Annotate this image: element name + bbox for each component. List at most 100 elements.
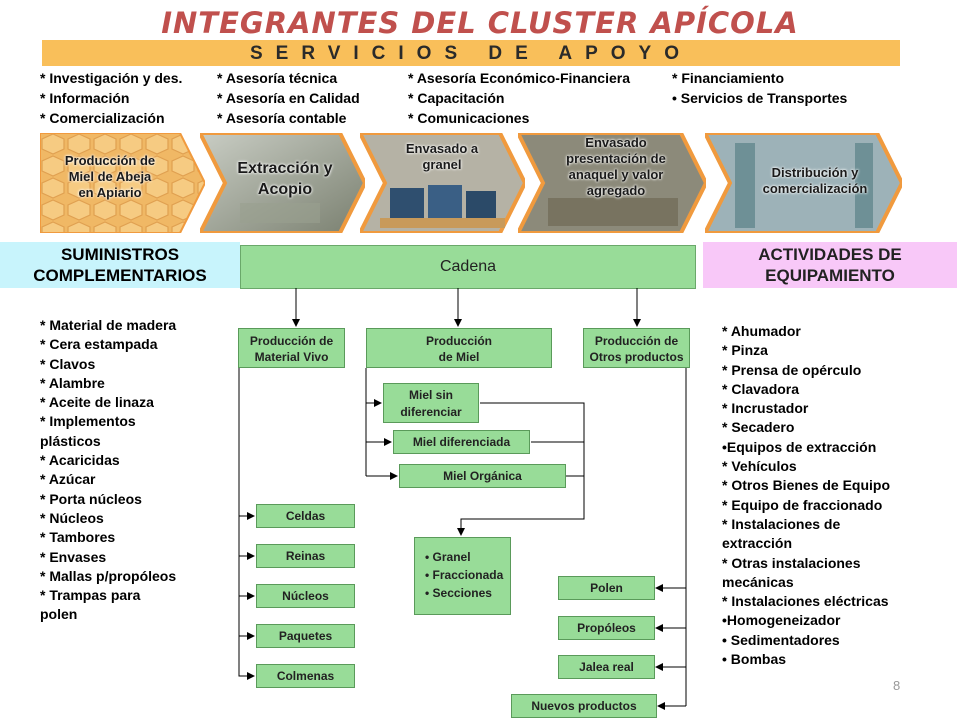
list-item: plásticos [40, 432, 101, 449]
list-item: • Sedimentadores [722, 631, 840, 648]
service-item: * Información [40, 90, 130, 106]
equipamiento-list: * Ahumador * Pinza * Prensa de opérculo … [722, 322, 890, 669]
list-item: extracción [722, 535, 793, 552]
stage-label: presentación de [566, 151, 666, 166]
header-line: Otros productos [589, 350, 684, 364]
list-item: * Cera estampada [40, 336, 158, 353]
stage-label: comercialización [762, 181, 868, 196]
stage-distribucion: Distribución y comercialización [705, 133, 902, 233]
list-item: * Envases [40, 548, 107, 565]
header-line: Producción de [249, 334, 334, 348]
list-item: * Azúcar [40, 471, 96, 488]
list-item: * Tambores [40, 529, 116, 546]
list-item: * Clavadora [722, 380, 800, 397]
service-item: * Comercialización [40, 110, 165, 126]
services-bar: SERVICIOS DE APOYO [42, 40, 900, 66]
page-number: 8 [893, 678, 901, 693]
stage-label: Acopio [257, 181, 313, 198]
vivo-item-colmenas: Colmenas [256, 664, 355, 688]
service-item: • Servicios de Transportes [672, 90, 848, 106]
suministros-list: * Material de madera * Cera estampada * … [40, 316, 176, 625]
barrels-chevron-shape [360, 133, 525, 233]
list-item: •Equipos de extracción [722, 438, 877, 455]
stage-label: Miel de Abeja [68, 169, 152, 184]
stage-envasado-presentacion: Envasado presentación de anaquel y valor… [518, 133, 706, 233]
store-chevron-shape [705, 133, 902, 233]
list-item: * Implementos [40, 413, 136, 430]
otros-item-polen: Polen [558, 576, 655, 600]
list-item: * Incrustador [722, 400, 809, 417]
stage-label: Distribución y [771, 165, 859, 180]
miel-organica: Miel Orgánica [399, 464, 566, 488]
list-item: mecánicas [722, 573, 794, 590]
page-title: INTEGRANTES DEL CLUSTER APÍCOLA [161, 6, 799, 40]
service-item: * Asesoría técnica [217, 70, 338, 86]
header-line: de Miel [438, 350, 480, 364]
list-item: • Fraccionada [425, 568, 504, 582]
otros-item-jalea-real: Jalea real [558, 655, 655, 679]
service-item: * Asesoría contable [217, 110, 347, 126]
miel-line: diferenciar [400, 405, 462, 419]
stage-extraccion: Extracción y Acopio [200, 133, 365, 233]
list-item: polen [40, 606, 78, 623]
services-column-4: * Financiamiento • Servicios de Transpor… [672, 68, 847, 108]
otros-item-nuevos-productos: Nuevos productos [511, 694, 657, 718]
header-material-vivo: Producción de Material Vivo [238, 328, 345, 368]
list-item: * Material de madera [40, 317, 177, 333]
vivo-item-paquetes: Paquetes [256, 624, 355, 648]
services-column-3: * Asesoría Económico-Financiera * Capaci… [408, 68, 630, 128]
list-item: * Trampas para [40, 587, 141, 604]
stage-label: Producción de [64, 153, 156, 168]
list-item: * Instalaciones de [722, 515, 841, 532]
otros-item-propoleos: Propóleos [558, 616, 655, 640]
actividades-title-line: EQUIPAMIENTO [765, 266, 895, 285]
list-item: * Alambre [40, 374, 105, 391]
vivo-item-nucleos: Núcleos [256, 584, 355, 608]
list-item: * Otros Bienes de Equipo [722, 477, 891, 494]
services-column-1: * Investigación y des. * Información * C… [40, 68, 182, 128]
suministros-title-line: COMPLEMENTARIOS [33, 266, 207, 285]
list-item: * Pinza [722, 342, 768, 359]
header-line: Material Vivo [254, 350, 329, 364]
stage-label: anaquel y valor [568, 167, 664, 182]
list-item: • Granel [425, 550, 471, 564]
service-item: * Investigación y des. [40, 70, 183, 86]
list-item: * Ahumador [722, 323, 801, 339]
stage-label: Extracción y [237, 160, 333, 177]
services-column-2: * Asesoría técnica * Asesoría en Calidad… [217, 68, 360, 128]
service-item: * Financiamiento [672, 70, 785, 86]
stage-label: Envasado [585, 135, 647, 150]
header-line: Producción de [594, 334, 679, 348]
list-item: * Aceite de linaza [40, 394, 154, 411]
stage-envasado-granel: Envasado a granel [360, 133, 525, 233]
service-item: * Capacitación [408, 90, 505, 106]
vivo-item-celdas: Celdas [256, 504, 355, 528]
header-otros-productos: Producción de Otros productos [583, 328, 690, 368]
header-miel: Producción de Miel [366, 328, 552, 368]
presentacion-label: Secciones [432, 586, 492, 600]
list-item: * Clavos [40, 355, 96, 372]
suministros-title-line: SUMINISTROS [60, 245, 180, 264]
list-item: * Vehículos [722, 458, 797, 475]
list-item: * Núcleos [40, 509, 104, 526]
stage-label: granel [422, 157, 462, 172]
shelf-chevron-shape [518, 133, 706, 233]
vivo-item-reinas: Reinas [256, 544, 355, 568]
list-item: * Instalaciones eléctricas [722, 593, 889, 610]
list-item: * Mallas p/propóleos [40, 567, 177, 584]
stage-produccion-miel: Producción de Miel de Abeja en Apiario [40, 133, 205, 233]
actividades-title-line: ACTIVIDADES DE [758, 245, 902, 264]
list-item: * Otras instalaciones [722, 554, 861, 571]
actividades-title: ACTIVIDADES DE EQUIPAMIENTO [703, 242, 957, 288]
presentaciones-box: • Granel • Fraccionada • Secciones [414, 537, 511, 615]
suministros-title: SUMINISTROS COMPLEMENTARIOS [0, 242, 240, 288]
miel-line: Miel sin [408, 388, 453, 402]
list-item: * Acaricidas [40, 452, 120, 469]
list-item: * Equipo de fraccionado [722, 496, 883, 513]
list-item: • Secciones [425, 586, 492, 600]
honeycomb-chevron-shape [40, 133, 205, 233]
list-item: * Prensa de opérculo [722, 361, 862, 378]
header-line: Producción [425, 334, 492, 348]
presentacion-label: Fraccionada [432, 568, 504, 582]
